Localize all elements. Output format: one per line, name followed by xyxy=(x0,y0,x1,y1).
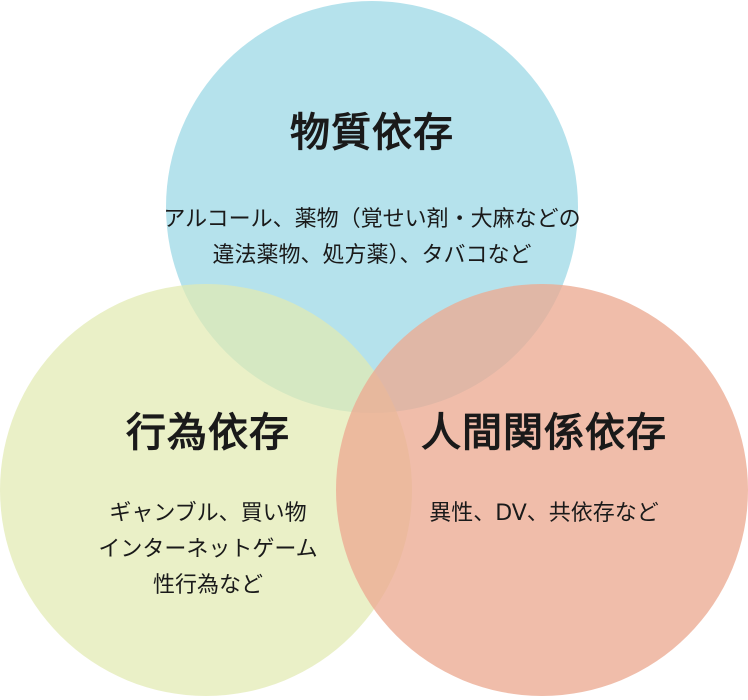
behavior-example-line: ギャンブル、買い物 xyxy=(109,501,307,526)
behavioral-dependence-title: 行為依存 xyxy=(126,410,290,456)
substance-dependence-examples: アルコール、薬物（覚せい剤・大麻などの 違法薬物、処方薬）、タバコなど xyxy=(100,202,644,274)
substance-example-line: アルコール、薬物（覚せい剤・大麻などの xyxy=(163,207,581,232)
substance-dependence-title: 物質依存 xyxy=(290,110,454,156)
behavior-example-line: インターネットゲーム xyxy=(98,537,318,562)
behavioral-dependence-circle xyxy=(0,284,412,696)
behavioral-dependence-examples: ギャンブル、買い物 インターネットゲーム 性行為など xyxy=(60,496,356,604)
relationship-dependence-examples: 異性、DV、共依存など xyxy=(384,496,704,532)
relationship-example-line: 異性、DV、共依存など xyxy=(429,501,659,526)
relationship-dependence-title: 人間関係依存 xyxy=(421,410,667,456)
behavior-example-line: 性行為など xyxy=(152,573,263,598)
substance-example-line: 違法薬物、処方薬）、タバコなど xyxy=(212,243,532,268)
relationship-dependence-circle xyxy=(336,284,748,696)
